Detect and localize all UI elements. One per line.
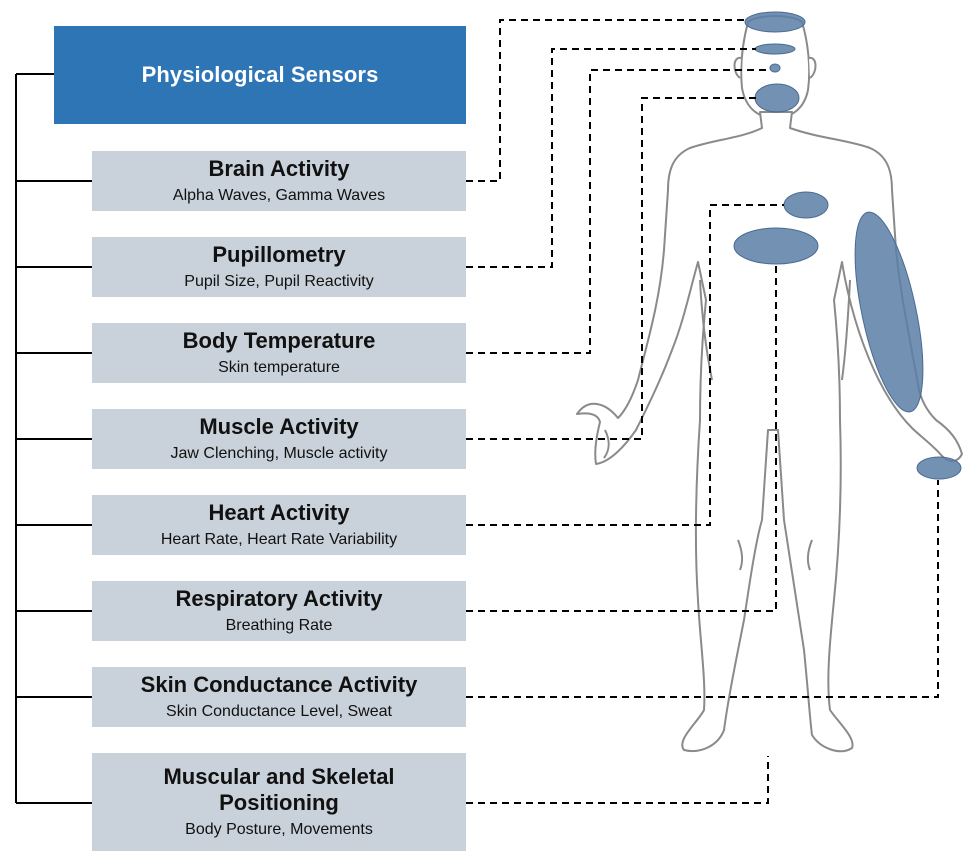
sensor-box-brain: Brain Activity Alpha Waves, Gamma Waves — [92, 151, 466, 211]
sensor-title: Heart Activity — [208, 500, 349, 526]
sensor-title: Body Temperature — [183, 328, 376, 354]
root-title: Physiological Sensors — [142, 62, 379, 88]
sensor-box-muscle: Muscle Activity Jaw Clenching, Muscle ac… — [92, 409, 466, 469]
head-top-region — [745, 12, 805, 32]
upper-chest-region — [784, 192, 828, 218]
sensor-title: Muscle Activity — [199, 414, 358, 440]
chest-region — [734, 228, 818, 264]
wrist-region — [917, 457, 961, 479]
sensor-title: Muscular and Skeletal Positioning — [129, 764, 429, 816]
sensor-subtitle: Heart Rate, Heart Rate Variability — [161, 530, 397, 550]
sensor-title: Respiratory Activity — [175, 586, 382, 612]
sensor-subtitle: Skin temperature — [218, 358, 340, 378]
root-header-box: Physiological Sensors — [54, 26, 466, 124]
sensor-box-respiratory: Respiratory Activity Breathing Rate — [92, 581, 466, 641]
sensor-title: Pupillometry — [212, 242, 345, 268]
sensor-subtitle: Body Posture, Movements — [185, 820, 373, 840]
sensor-title: Brain Activity — [208, 156, 349, 182]
sensor-subtitle: Pupil Size, Pupil Reactivity — [184, 272, 373, 292]
sensor-subtitle: Skin Conductance Level, Sweat — [166, 702, 392, 722]
forehead-region — [755, 44, 795, 54]
sensor-subtitle: Jaw Clenching, Muscle activity — [171, 444, 388, 464]
sensor-subtitle: Breathing Rate — [226, 616, 333, 636]
eye-region — [770, 64, 780, 72]
tree-bracket — [16, 74, 92, 803]
connector-posture — [466, 756, 768, 803]
sensor-title: Skin Conductance Activity — [141, 672, 418, 698]
sensor-subtitle: Alpha Waves, Gamma Waves — [173, 186, 385, 206]
sensor-box-pupillometry: Pupillometry Pupil Size, Pupil Reactivit… — [92, 237, 466, 297]
sensor-box-temperature: Body Temperature Skin temperature — [92, 323, 466, 383]
sensor-box-heart: Heart Activity Heart Rate, Heart Rate Va… — [92, 495, 466, 555]
sensor-box-posture: Muscular and Skeletal Positioning Body P… — [92, 753, 466, 851]
jaw-region — [755, 84, 799, 112]
sensor-box-skin-conductance: Skin Conductance Activity Skin Conductan… — [92, 667, 466, 727]
